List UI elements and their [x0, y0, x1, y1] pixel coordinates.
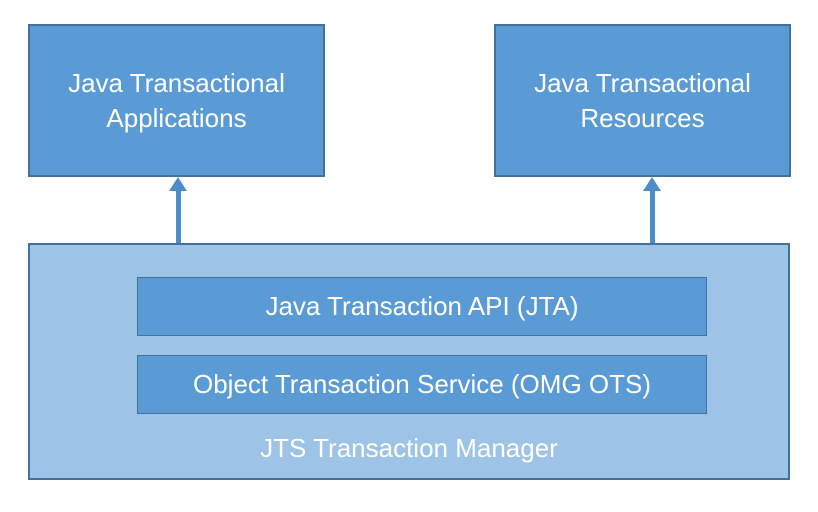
- node-label: Java Transactional Applications: [68, 68, 285, 133]
- node-object-transaction-service: Object Transaction Service (OMG OTS): [137, 355, 707, 414]
- node-label: Java Transactional Resources: [534, 68, 751, 133]
- node-label: Object Transaction Service (OMG OTS): [192, 369, 651, 399]
- node-java-transactional-applications: Java Transactional Applications: [28, 24, 325, 177]
- container-jts-transaction-manager: Java Transaction API (JTA) Object Transa…: [28, 243, 790, 480]
- arrow-shaft: [175, 191, 181, 263]
- arrow-up-icon: [169, 177, 187, 191]
- node-java-transaction-api: Java Transaction API (JTA): [137, 277, 707, 336]
- node-label: Java Transaction API (JTA): [265, 291, 579, 321]
- container-label-jts-transaction-manager: JTS Transaction Manager: [260, 433, 558, 463]
- node-java-transactional-resources: Java Transactional Resources: [494, 24, 791, 177]
- arrow-shaft: [649, 191, 655, 263]
- arrow-up-icon: [643, 177, 661, 191]
